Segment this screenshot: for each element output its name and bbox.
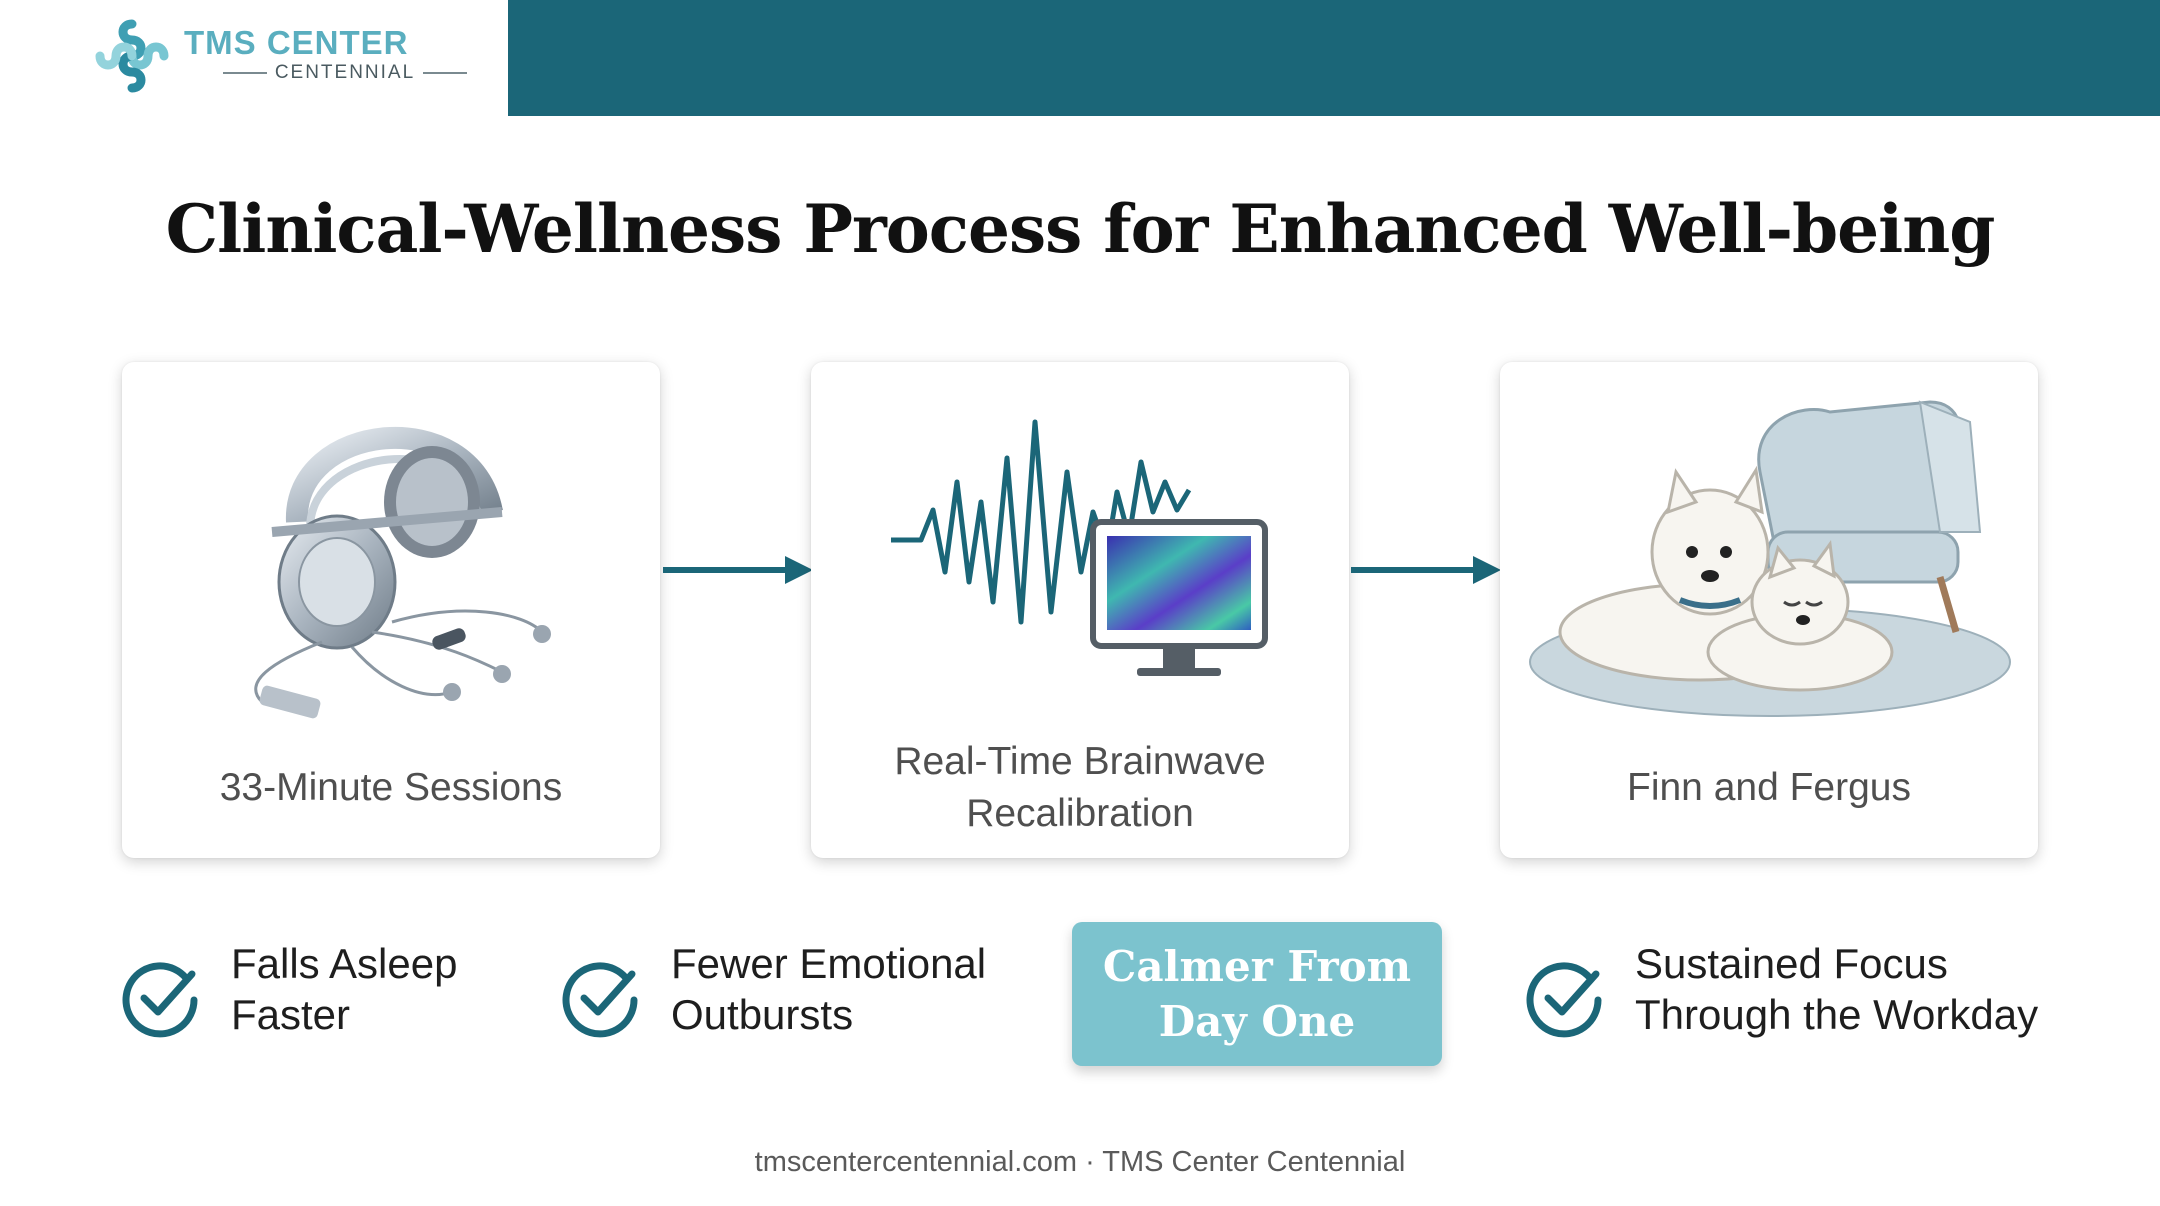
- arrow-right-icon: [1351, 556, 1501, 584]
- westie-dogs-icon: [1529, 400, 2011, 717]
- footer-text: tmscentercentennial.com · TMS Center Cen…: [754, 1146, 1406, 1178]
- step-card-dogs: Finn and Fergus: [1500, 362, 2038, 858]
- check-circle-icon: [122, 962, 198, 1038]
- logo: TMS CENTER CENTENNIAL: [92, 16, 432, 100]
- arrow-right-icon: [663, 556, 813, 584]
- check-circle-icon: [562, 962, 638, 1038]
- brand-name: TMS CENTER: [184, 24, 409, 61]
- step-card-sessions: 33-Minute Sessions: [122, 362, 660, 858]
- check-circle-icon: [1526, 962, 1602, 1038]
- brainwave-monitor-icon: [891, 419, 1268, 676]
- page-title: Clinical-Wellness Process for Enhanced W…: [165, 190, 1996, 268]
- brand-subtitle: CENTENNIAL: [184, 62, 506, 84]
- eeg-headset-icon: [254, 426, 551, 719]
- step-label: Finn and Fergus: [1627, 766, 1911, 809]
- step-label: 33-Minute Sessions: [219, 766, 563, 809]
- header-bar: [508, 0, 2160, 116]
- logo-mark-icon: [95, 19, 169, 93]
